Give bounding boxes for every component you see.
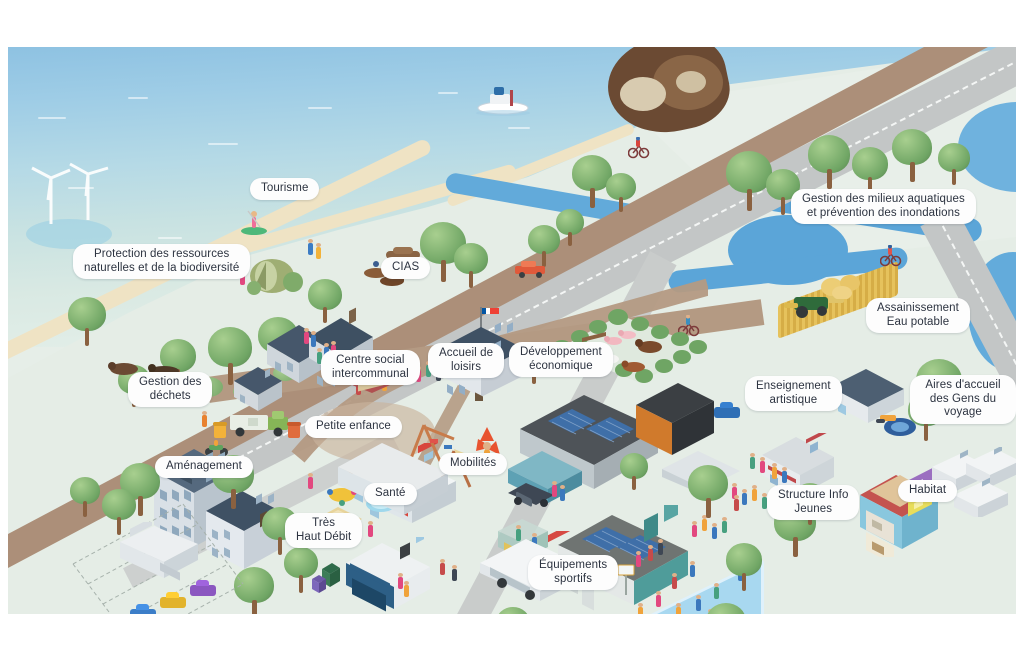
parked-car (160, 597, 186, 608)
person (452, 565, 457, 581)
person (560, 485, 565, 501)
parked-car (130, 609, 156, 614)
map-label-equipements-sportifs[interactable]: Équipements sportifs (528, 555, 619, 590)
map-label-amenagement[interactable]: Aménagement (155, 456, 253, 478)
map-label-mobilites[interactable]: Mobilités (439, 453, 508, 475)
person (552, 481, 557, 497)
swimmer (696, 595, 701, 611)
person (202, 411, 207, 427)
wind-turbine-icon (31, 162, 109, 224)
swimmer (690, 561, 695, 577)
house-building (206, 491, 280, 569)
person (311, 331, 316, 347)
person (440, 559, 445, 575)
map-label-aires-gens-du-voyage[interactable]: Aires d'accueil des Gens du voyage (910, 375, 1016, 424)
person (752, 485, 757, 501)
rock-cliff (676, 71, 706, 93)
person (398, 573, 403, 589)
sea-streak (508, 127, 530, 129)
rock-cliff (620, 77, 666, 111)
person (760, 457, 765, 473)
person (772, 463, 777, 479)
swimmer (676, 603, 681, 614)
caravans-icon (932, 447, 1016, 517)
map-label-accueil-loisirs[interactable]: Accueil de loisirs (428, 343, 505, 378)
sea-streak (128, 97, 148, 99)
fiber-cabinet-icon (312, 575, 326, 593)
water-basin-icon (876, 415, 916, 436)
person (308, 473, 313, 489)
map-label-habitat[interactable]: Habitat (898, 480, 958, 502)
commercial-building (120, 522, 198, 581)
map-label-tourisme[interactable]: Tourisme (250, 178, 320, 200)
garbage-truck-icon (230, 411, 288, 437)
swimmer (672, 573, 677, 589)
person (734, 495, 739, 511)
sea-streak (438, 92, 458, 94)
village-house (234, 367, 282, 411)
person (702, 515, 707, 531)
person (304, 328, 309, 344)
car (714, 407, 740, 418)
sea-streak (38, 117, 66, 119)
cyclist-icon (880, 245, 902, 267)
swimmer (656, 591, 661, 607)
basketball-hoop-icon (617, 564, 635, 595)
leisure-centre-building (338, 443, 448, 515)
health-centre-building (346, 537, 430, 612)
person (404, 581, 409, 597)
paddleboarder-icon (241, 210, 267, 235)
person (308, 239, 313, 255)
map-label-developpement-economique[interactable]: Développement économique (509, 342, 613, 377)
map-label-enseignement-artistique[interactable]: Enseignement artistique (745, 376, 842, 411)
map-label-tres-haut-debit[interactable]: Très Haut Débit (285, 513, 363, 548)
person (762, 493, 767, 509)
person (692, 521, 697, 537)
sea-streak (68, 187, 94, 189)
map-label-structure-info-jeunes[interactable]: Structure Info Jeunes (767, 485, 860, 520)
person (368, 521, 373, 537)
hay-bales-icon (821, 275, 860, 299)
person (648, 545, 653, 561)
wheelie-bin-icon (287, 422, 301, 438)
person (732, 483, 737, 499)
person (316, 243, 321, 259)
parked-car (190, 585, 216, 596)
map-label-gestion-dechets[interactable]: Gestion des déchets (128, 372, 213, 407)
camping-tent-icon (247, 259, 303, 295)
business-park-buildings (508, 383, 714, 503)
map-label-sante[interactable]: Santé (364, 483, 417, 505)
person (712, 523, 717, 539)
sea-streak (308, 107, 332, 109)
swimmer (714, 583, 719, 599)
person (317, 348, 322, 364)
sea-streak (208, 143, 238, 145)
parking-lot (72, 503, 244, 614)
person (516, 525, 521, 541)
wheelie-bin-icon (213, 422, 227, 438)
person (782, 467, 787, 483)
map-label-cias[interactable]: CIAS (381, 257, 431, 279)
map-label-gestion-milieux-aquatiques[interactable]: Gestion des milieux aquatiques et préven… (791, 189, 976, 224)
fishing-boat-icon (476, 87, 530, 116)
pickup-truck-icon (508, 483, 554, 507)
person (742, 489, 747, 505)
swimmer (638, 603, 643, 614)
map-label-petite-enfance[interactable]: Petite enfance (305, 416, 402, 438)
cutaway-house (860, 468, 938, 557)
map-label-centre-social[interactable]: Centre social intercommunal (321, 350, 420, 385)
sea-streak (158, 237, 182, 239)
map-label-assainissement-eau[interactable]: Assainissement Eau potable (866, 298, 970, 333)
person (722, 517, 727, 533)
playground-icon (408, 424, 455, 462)
person (658, 539, 663, 555)
person (636, 551, 641, 567)
map-label-protection-ressources[interactable]: Protection des ressources naturelles et … (73, 244, 251, 279)
cyclist-icon (628, 137, 650, 159)
person (750, 453, 755, 469)
van-icon (515, 261, 545, 278)
